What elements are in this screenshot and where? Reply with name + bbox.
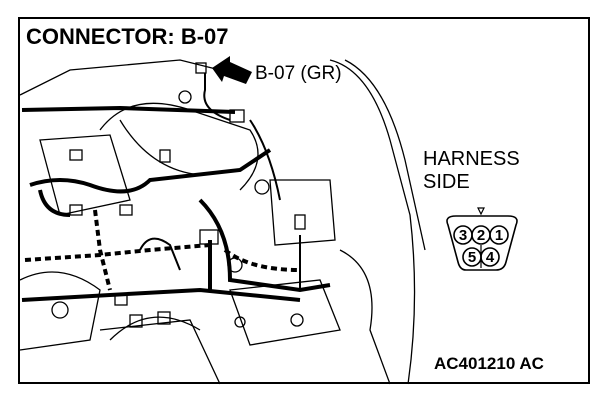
pin-label: 5 [468, 249, 476, 266]
figure-code: AC401210 AC [434, 354, 544, 373]
connector-face-diagram: 3 2 1 5 4 [446, 207, 518, 271]
pointer-arrow-icon [212, 56, 252, 84]
page-title: CONNECTOR: B-07 [26, 24, 229, 49]
harness-side-label: HARNESS SIDE [423, 148, 520, 194]
harness-side-line1: HARNESS [423, 148, 520, 170]
diagram-frame [18, 17, 590, 384]
pin-label: 2 [477, 227, 485, 244]
pin-label: 3 [459, 227, 467, 244]
pin-label: 1 [495, 227, 503, 244]
pin-label: 4 [486, 249, 495, 266]
connector-callout-label: B-07 (GR) [255, 63, 342, 84]
harness-side-line2: SIDE [423, 171, 470, 193]
